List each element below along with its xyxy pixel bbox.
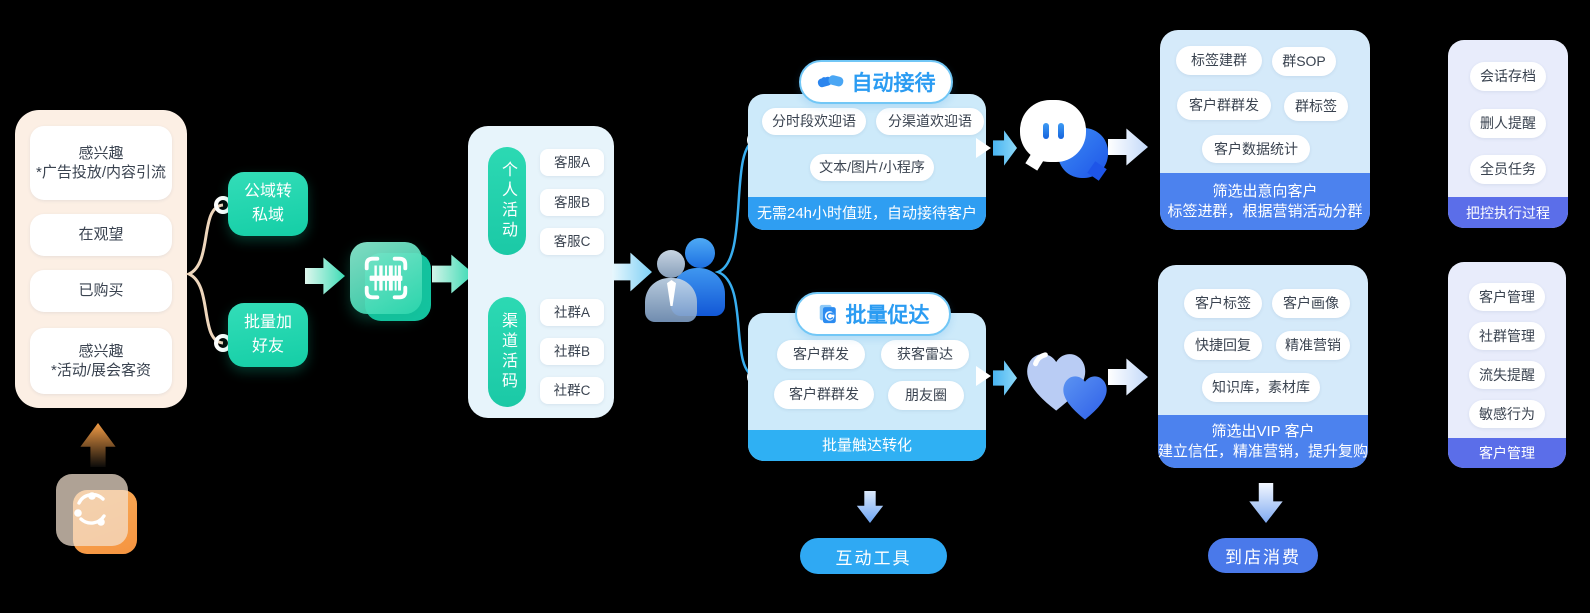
feature-pill: 敏感行为 bbox=[1469, 400, 1545, 428]
funnel-item: 感兴趣 *活动/展会客资 bbox=[30, 328, 172, 394]
group-marketing-footer: 筛选出意向客户 标签进群，根据营销活动分群 bbox=[1160, 173, 1370, 230]
live-code-item: 社群B bbox=[540, 338, 604, 365]
flow-arrow-cyan bbox=[993, 130, 1017, 166]
live-code-item: 客服A bbox=[540, 149, 604, 176]
flow-arrow-green bbox=[305, 257, 345, 295]
batch-doc-icon bbox=[819, 304, 836, 324]
handshake-icon bbox=[817, 75, 843, 88]
feature-pill: 标签建群 bbox=[1176, 46, 1262, 75]
store-consume-button: 到店消费 bbox=[1208, 538, 1318, 573]
feature-pill: 社群管理 bbox=[1469, 322, 1545, 350]
tie-glyph bbox=[667, 280, 676, 306]
flow-arrow-down bbox=[856, 491, 884, 523]
share-network-glyph bbox=[74, 492, 106, 526]
live-code-item: 社群C bbox=[540, 377, 604, 404]
flow-arrow-down bbox=[1249, 483, 1283, 523]
feature-pill: 分渠道欢迎语 bbox=[876, 108, 984, 135]
feature-pill: 获客雷达 bbox=[881, 340, 969, 369]
feature-pill: 客户管理 bbox=[1469, 283, 1545, 311]
feature-pill: 分时段欢迎语 bbox=[762, 108, 866, 135]
feature-pill: 群SOP bbox=[1272, 47, 1336, 76]
share-icon bbox=[56, 474, 128, 546]
feature-pill: 快捷回复 bbox=[1184, 331, 1262, 360]
flow-arrow-cyan bbox=[993, 360, 1017, 396]
entry-pill-public-to-private: 公域转 私域 bbox=[228, 172, 308, 236]
group-label-personal-activity: 个人活动 bbox=[488, 147, 526, 255]
feature-pill: 文本/图片/小程序 bbox=[810, 154, 934, 181]
batch-reach-footer: 批量触达转化 bbox=[748, 430, 986, 461]
feature-pill: 会话存档 bbox=[1470, 62, 1546, 91]
auto-reception-footer: 无需24h小时值班，自动接待客户 bbox=[748, 197, 986, 230]
entry-pill-batch-add-friends: 批量加 好友 bbox=[228, 303, 308, 367]
funnel-item: 在观望 bbox=[30, 214, 172, 256]
feature-pill: 客户群群发 bbox=[774, 380, 874, 409]
feature-pill: 删人提醒 bbox=[1470, 109, 1546, 138]
feature-pill: 客户群发 bbox=[777, 340, 865, 369]
chat-icon bbox=[1018, 98, 1110, 190]
feature-pill: 精准营销 bbox=[1276, 331, 1350, 360]
feature-pill: 全员任务 bbox=[1470, 155, 1546, 184]
funnel-brace-connector bbox=[185, 196, 231, 352]
flow-arrow-up bbox=[80, 423, 116, 467]
chat-eye bbox=[1057, 123, 1064, 139]
flow-arrow-pale bbox=[1108, 358, 1148, 396]
group-label-channel-code: 渠道活码 bbox=[488, 297, 526, 407]
scan-icon bbox=[350, 242, 422, 314]
chat-eye bbox=[1042, 123, 1049, 139]
person-icon bbox=[645, 238, 725, 324]
flow-arrow-pale bbox=[1108, 128, 1148, 166]
feature-pill: 客户画像 bbox=[1272, 289, 1350, 318]
live-code-item: 客服B bbox=[540, 189, 604, 216]
feature-pill: 流失提醒 bbox=[1469, 361, 1545, 389]
execution-footer: 把控执行过程 bbox=[1448, 197, 1568, 228]
interactive-tool-button: 互动工具 bbox=[800, 538, 947, 574]
heart-icon bbox=[1027, 352, 1107, 420]
funnel-item: 已购买 bbox=[30, 270, 172, 312]
live-code-item: 客服C bbox=[540, 228, 604, 255]
vip-marketing-footer: 筛选出VIP 客户 建立信任，精准营销，提升复购 bbox=[1158, 415, 1368, 468]
feature-pill: 朋友圈 bbox=[888, 381, 964, 410]
feature-pill: 客户标签 bbox=[1184, 289, 1262, 318]
batch-reach-header: 批量促达 bbox=[795, 292, 951, 336]
feature-pill: 客户群群发 bbox=[1177, 91, 1271, 120]
auto-reception-header: 自动接待 bbox=[799, 60, 953, 104]
funnel-item: 感兴趣 *广告投放/内容引流 bbox=[30, 126, 172, 200]
live-code-item: 社群A bbox=[540, 299, 604, 326]
feature-pill: 知识库，素材库 bbox=[1202, 373, 1320, 402]
feature-pill: 客户数据统计 bbox=[1202, 135, 1310, 163]
feature-pill: 群标签 bbox=[1284, 92, 1348, 121]
barcode-scan-glyph bbox=[364, 256, 408, 300]
management-footer: 客户管理 bbox=[1448, 438, 1566, 468]
